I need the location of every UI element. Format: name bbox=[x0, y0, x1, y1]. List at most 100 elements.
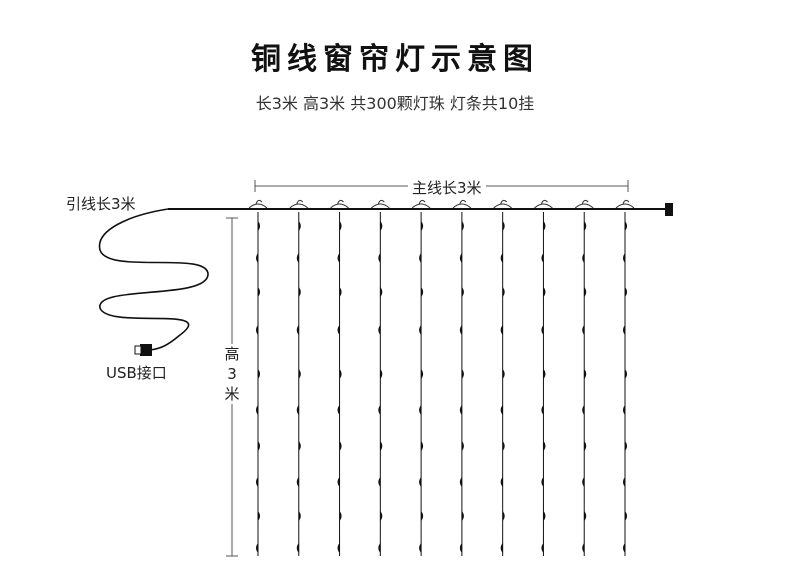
hook-icon bbox=[574, 199, 594, 209]
led-bead bbox=[625, 441, 627, 451]
led-bead bbox=[419, 405, 422, 415]
light-strand bbox=[371, 199, 390, 556]
led-bead bbox=[298, 221, 301, 231]
lead-wire bbox=[98, 208, 209, 351]
led-bead bbox=[500, 405, 503, 415]
led-bead bbox=[258, 287, 260, 297]
led-bead bbox=[421, 511, 424, 521]
led-bead bbox=[298, 441, 301, 451]
led-bead bbox=[296, 325, 299, 335]
hook-icon bbox=[452, 199, 472, 209]
led-bead bbox=[380, 221, 383, 231]
led-bead bbox=[461, 369, 464, 379]
led-bead bbox=[419, 253, 422, 263]
led-bead bbox=[623, 543, 625, 553]
page-title: 铜线窗帘灯示意图 bbox=[251, 42, 539, 77]
led-bead bbox=[584, 441, 587, 451]
led-bead bbox=[380, 369, 383, 379]
led-bead bbox=[461, 441, 464, 451]
light-strand bbox=[574, 199, 594, 556]
led-bead bbox=[623, 325, 625, 335]
led-bead bbox=[582, 477, 585, 487]
led-bead bbox=[419, 543, 422, 553]
led-bead bbox=[421, 221, 424, 231]
led-bead bbox=[625, 221, 627, 231]
led-bead bbox=[584, 369, 587, 379]
lead-wire-label: 引线长3米 bbox=[66, 195, 136, 213]
led-bead bbox=[339, 441, 342, 451]
led-bead bbox=[339, 369, 342, 379]
led-bead bbox=[296, 405, 299, 415]
led-bead bbox=[582, 253, 585, 263]
led-bead bbox=[500, 543, 503, 553]
led-bead bbox=[378, 405, 381, 415]
led-bead bbox=[461, 221, 464, 231]
light-strand bbox=[615, 199, 635, 556]
led-bead bbox=[459, 477, 462, 487]
led-bead bbox=[421, 287, 424, 297]
led-bead bbox=[419, 477, 422, 487]
led-bead bbox=[421, 369, 424, 379]
led-bead bbox=[298, 287, 301, 297]
led-bead bbox=[459, 543, 462, 553]
led-bead bbox=[502, 441, 505, 451]
led-bead bbox=[296, 477, 299, 487]
led-bead bbox=[296, 543, 299, 553]
led-bead bbox=[582, 543, 585, 553]
led-bead bbox=[541, 477, 544, 487]
led-bead bbox=[256, 405, 258, 415]
led-bead bbox=[337, 253, 340, 263]
led-bead bbox=[459, 405, 462, 415]
light-strand bbox=[289, 199, 309, 556]
led-bead bbox=[543, 511, 546, 521]
usb-port-label: USB接口 bbox=[106, 364, 167, 382]
led-bead bbox=[256, 477, 258, 487]
light-strand bbox=[534, 199, 553, 556]
led-bead bbox=[584, 511, 587, 521]
led-bead bbox=[296, 253, 299, 263]
led-bead bbox=[502, 369, 505, 379]
light-strand bbox=[493, 199, 512, 556]
led-bead bbox=[380, 287, 383, 297]
light-strand bbox=[330, 199, 349, 556]
led-bead bbox=[461, 287, 464, 297]
led-bead bbox=[502, 287, 505, 297]
led-bead bbox=[623, 477, 625, 487]
led-bead bbox=[461, 511, 464, 521]
led-bead bbox=[339, 287, 342, 297]
led-bead bbox=[419, 325, 422, 335]
hook-icon bbox=[371, 199, 390, 209]
led-bead bbox=[256, 253, 258, 263]
led-bead bbox=[500, 325, 503, 335]
led-bead bbox=[502, 511, 505, 521]
end-cap bbox=[665, 203, 673, 216]
led-bead bbox=[541, 325, 544, 335]
led-bead bbox=[541, 405, 544, 415]
led-bead bbox=[337, 477, 340, 487]
main-wire-label: 主线长3米 bbox=[408, 177, 486, 198]
led-bead bbox=[258, 221, 260, 231]
led-bead bbox=[500, 477, 503, 487]
led-bead bbox=[625, 511, 627, 521]
led-bead bbox=[459, 325, 462, 335]
light-strand bbox=[452, 199, 472, 556]
led-bead bbox=[337, 405, 340, 415]
led-bead bbox=[543, 221, 546, 231]
hook-icon bbox=[534, 199, 553, 209]
led-bead bbox=[625, 369, 627, 379]
light-strand bbox=[411, 199, 431, 556]
led-bead bbox=[337, 543, 340, 553]
hook-icon bbox=[289, 199, 309, 209]
led-bead bbox=[582, 325, 585, 335]
led-bead bbox=[584, 287, 587, 297]
hook-icon bbox=[493, 199, 512, 209]
page-subtitle: 长3米 高3米 共300颗灯珠 灯条共10挂 bbox=[255, 94, 535, 113]
led-bead bbox=[380, 441, 383, 451]
led-bead bbox=[625, 287, 627, 297]
led-bead bbox=[339, 221, 342, 231]
led-bead bbox=[378, 543, 381, 553]
led-bead bbox=[378, 477, 381, 487]
led-bead bbox=[582, 405, 585, 415]
led-bead bbox=[258, 511, 260, 521]
